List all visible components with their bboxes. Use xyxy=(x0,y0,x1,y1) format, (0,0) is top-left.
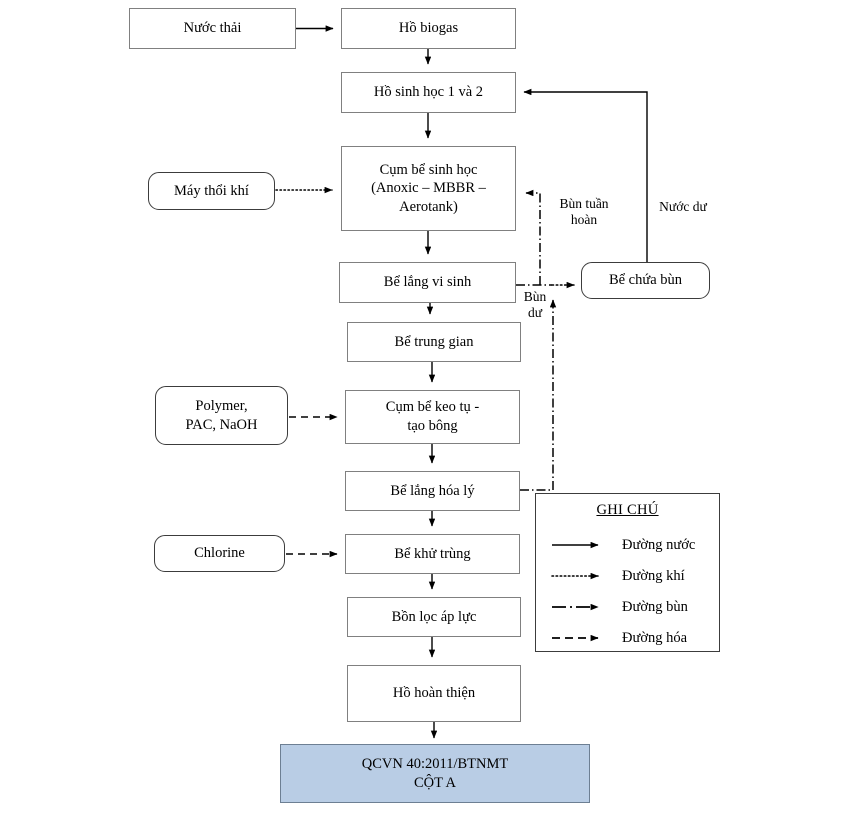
legend-label-duong-khi: Đường khí xyxy=(622,567,685,584)
legend-label-duong-bun: Đường bùn xyxy=(622,598,688,615)
node-cum-be-keo-tu: Cụm bể keo tụ -tạo bông xyxy=(345,390,520,444)
node-label-be-khu-trung: Bể khử trùng xyxy=(394,545,471,562)
node-label-ho-sinh-hoc: Hồ sinh học 1 và 2 xyxy=(373,84,484,101)
node-label-bon-loc-ap-luc: Bồn lọc áp lực xyxy=(391,608,477,625)
node-polymer: Polymer,PAC, NaOH xyxy=(155,386,288,445)
node-label-be-lang-hoa-ly: Bể lắng hóa lý xyxy=(390,482,475,499)
legend-item-duong-khi: Đường khí xyxy=(536,561,719,591)
node-label-be-trung-gian: Bể trung gian xyxy=(394,333,474,350)
legend-label-duong-hoa: Đường hóa xyxy=(622,629,688,646)
legend-item-duong-bun: Đường bùn xyxy=(536,592,719,622)
legend-line-sample-dashdot xyxy=(550,599,614,615)
legend-item-duong-hoa: Đường hóa xyxy=(536,623,719,653)
node-label-nuoc-thai: Nước thải xyxy=(183,20,242,37)
node-label-polymer: Polymer,PAC, NaOH xyxy=(185,397,258,433)
node-ho-hoan-thien: Hồ hoàn thiện xyxy=(347,665,521,722)
wire-nuoc-du xyxy=(523,88,648,262)
node-may-thoi-khi: Máy thổi khí xyxy=(148,172,275,210)
node-label-cum-be-keo-tu: Cụm bể keo tụ -tạo bông xyxy=(385,399,480,434)
edge-label-nuoc-du: Nước dư xyxy=(659,199,707,214)
node-label-chlorine: Chlorine xyxy=(194,545,245,562)
legend-title: GHI CHÚ xyxy=(596,502,659,518)
legend-line-sample-dashed xyxy=(550,630,614,646)
node-label-be-chua-bun: Bể chứa bùn xyxy=(608,272,683,289)
node-be-khu-trung: Bể khử trùng xyxy=(345,534,520,574)
wire-bun-tuan-hoan xyxy=(525,189,541,285)
legend-label-duong-nuoc: Đường nước xyxy=(622,536,696,553)
node-label-be-lang-vi-sinh: Bể lắng vi sinh xyxy=(383,274,472,291)
node-be-lang-hoa-ly: Bể lắng hóa lý xyxy=(345,471,520,511)
node-label-ho-hoan-thien: Hồ hoàn thiện xyxy=(392,685,476,702)
legend-line-sample-dotted xyxy=(550,568,614,584)
node-bon-loc-ap-luc: Bồn lọc áp lực xyxy=(347,597,521,637)
node-be-trung-gian: Bể trung gian xyxy=(347,322,521,362)
node-nuoc-thai: Nước thải xyxy=(129,8,296,49)
node-chlorine: Chlorine xyxy=(154,535,285,572)
node-label-cum-be-sinh-hoc: Cụm bể sinh học(Anoxic – MBBR –Aerotank) xyxy=(371,161,486,215)
legend-line-sample-solid xyxy=(550,537,614,553)
node-ho-biogas: Hồ biogas xyxy=(341,8,516,49)
node-label-may-thoi-khi: Máy thổi khí xyxy=(174,182,249,199)
node-be-chua-bun: Bể chứa bùn xyxy=(581,262,710,299)
legend-item-duong-nuoc: Đường nước xyxy=(536,530,719,560)
node-be-lang-vi-sinh: Bể lắng vi sinh xyxy=(339,262,516,303)
node-cum-be-sinh-hoc: Cụm bể sinh học(Anoxic – MBBR –Aerotank) xyxy=(341,146,516,231)
wire-bun-du xyxy=(520,299,557,491)
node-ho-sinh-hoc: Hồ sinh học 1 và 2 xyxy=(341,72,516,113)
node-label-ho-biogas: Hồ biogas xyxy=(398,20,459,37)
